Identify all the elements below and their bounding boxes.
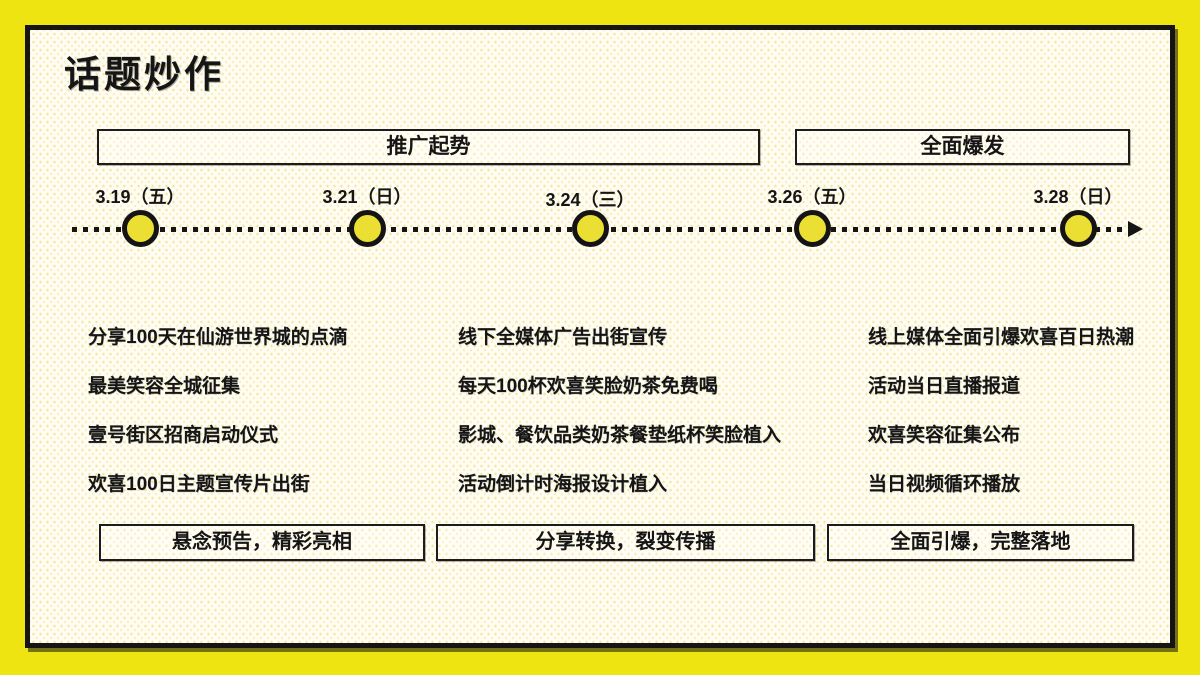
activity-item: 每天100杯欢喜笑脸奶茶免费喝 bbox=[458, 376, 718, 397]
phase-box-promotion-start: 推广起势 bbox=[97, 129, 760, 165]
activity-column-phase2: 线下全媒体广告出街宣传 每天100杯欢喜笑脸奶茶免费喝 影城、餐饮品类奶茶餐垫纸… bbox=[458, 326, 781, 522]
timeline-date-label: 3.21（日） bbox=[322, 187, 412, 207]
strategy-box-teaser: 悬念预告，精彩亮相 bbox=[99, 524, 425, 561]
timeline-date-label: 3.26（五） bbox=[767, 187, 857, 207]
phase-box-full-explosion: 全面爆发 bbox=[795, 129, 1130, 165]
timeline-arrow-icon bbox=[1128, 221, 1143, 237]
timeline-node-icon bbox=[572, 210, 609, 247]
slide-panel: 话题炒作 推广起势 全面爆发 3.19（五） 3.21（日） 3.24（三） 3… bbox=[25, 25, 1175, 648]
activity-item: 欢喜100日主题宣传片出街 bbox=[88, 474, 310, 495]
activity-column-phase1: 分享100天在仙游世界城的点滴 最美笑容全城征集 壹号街区招商启动仪式 欢喜10… bbox=[88, 326, 348, 522]
timeline-date-label: 3.19（五） bbox=[95, 187, 185, 207]
page-title: 话题炒作 bbox=[64, 54, 224, 95]
timeline-date-label: 3.28（日） bbox=[1033, 187, 1123, 207]
timeline-node-icon bbox=[349, 210, 386, 247]
activity-item: 欢喜笑容征集公布 bbox=[868, 425, 1021, 446]
activity-item: 分享100天在仙游世界城的点滴 bbox=[88, 327, 348, 348]
timeline-date-label: 3.24（三） bbox=[545, 190, 635, 210]
activity-item: 活动倒计时海报设计植入 bbox=[458, 474, 668, 495]
strategy-box-share: 分享转换，裂变传播 bbox=[436, 524, 815, 561]
activity-item: 壹号街区招商启动仪式 bbox=[88, 425, 279, 446]
activity-item: 最美笑容全城征集 bbox=[88, 376, 241, 397]
activity-item: 影城、餐饮品类奶茶餐垫纸杯笑脸植入 bbox=[458, 425, 782, 446]
activity-item: 线下全媒体广告出街宣传 bbox=[458, 327, 668, 348]
timeline-node-icon bbox=[1060, 210, 1097, 247]
strategy-box-detonate: 全面引爆，完整落地 bbox=[827, 524, 1134, 561]
activity-item: 当日视频循环播放 bbox=[868, 474, 1021, 495]
activity-item: 线上媒体全面引爆欢喜百日热潮 bbox=[868, 327, 1135, 348]
timeline-node-icon bbox=[794, 210, 831, 247]
activity-item: 活动当日直播报道 bbox=[868, 376, 1021, 397]
timeline-node-icon bbox=[122, 210, 159, 247]
activity-column-phase3: 线上媒体全面引爆欢喜百日热潮 活动当日直播报道 欢喜笑容征集公布 当日视频循环播… bbox=[868, 326, 1134, 522]
